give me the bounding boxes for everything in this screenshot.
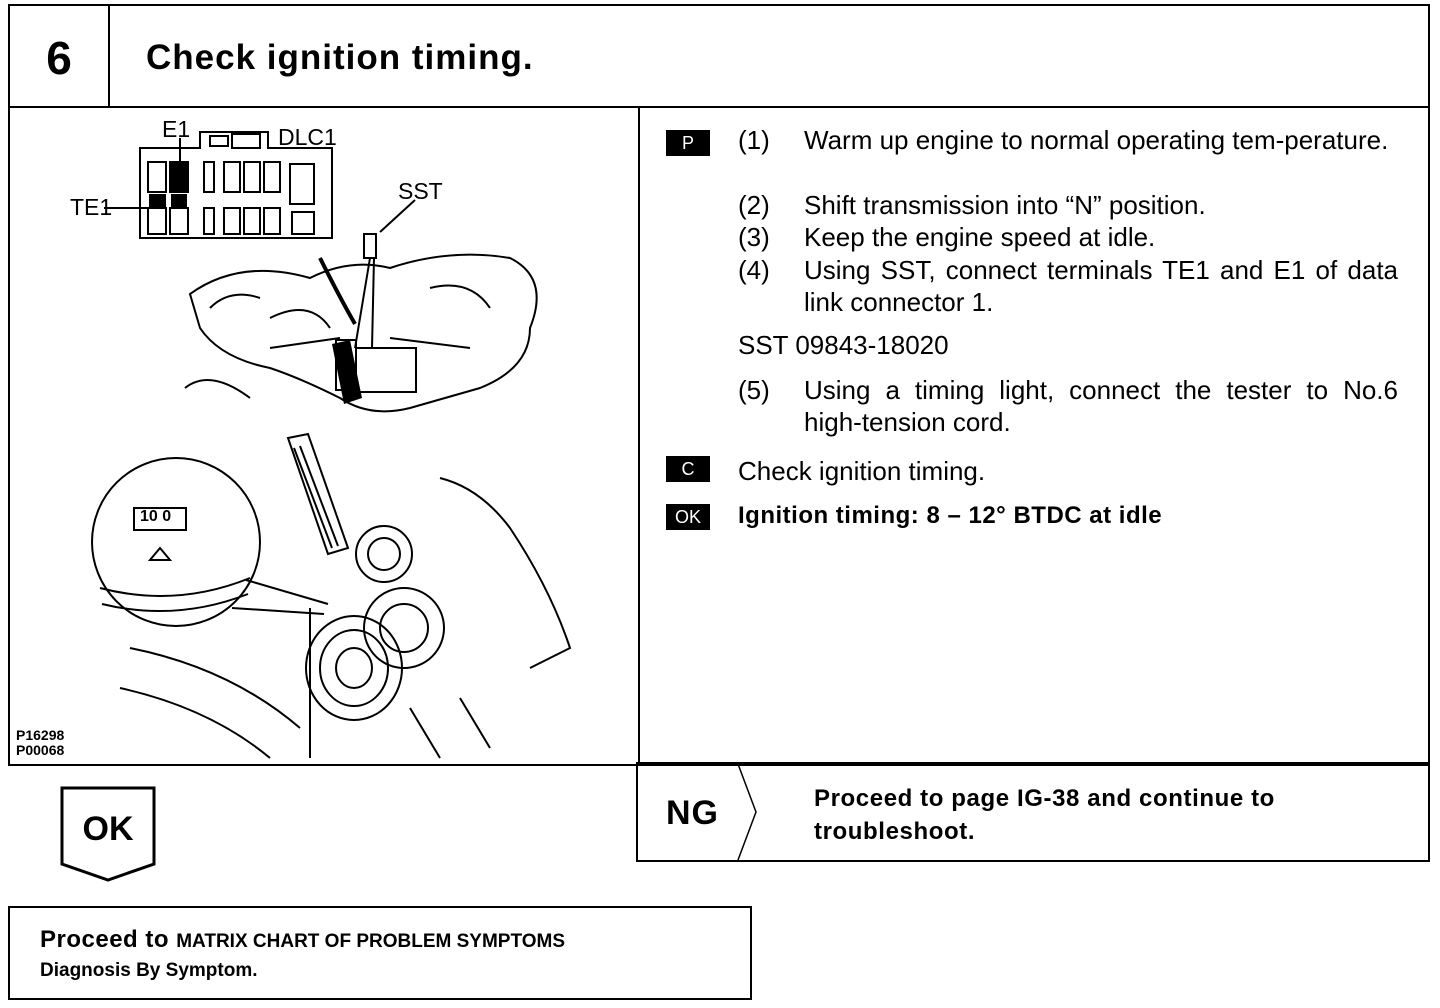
step-index: (5): [738, 375, 770, 405]
ng-label: NG: [666, 794, 719, 832]
step-index: (3): [738, 222, 770, 252]
timing-dial-scale: 10 0: [140, 508, 172, 525]
figure-code-2: P00068: [16, 742, 65, 758]
step-title: Check ignition timing.: [146, 38, 534, 77]
check-badge: C: [666, 456, 710, 482]
check-instruction: Check ignition timing.: [738, 456, 986, 486]
ng-arrow-divider: [737, 764, 757, 860]
main-panel: E1 DLC1 TE1 SST 10 0 P16298 P00068 P (1)…: [8, 106, 1430, 766]
ok-result-label: OK: [82, 810, 134, 848]
figure-code-1: P16298: [16, 727, 65, 743]
proceed-target: MATRIX CHART OF PROBLEM SYMPTOMS: [176, 931, 565, 952]
step-header: 6 Check ignition timing.: [8, 4, 1430, 108]
step-index: (4): [738, 255, 770, 285]
step-text: Using SST, connect terminals TE1 and E1 …: [804, 255, 1398, 317]
dlc1-label: DLC1: [278, 124, 337, 150]
engine-illustration: [91, 131, 572, 759]
sst-part-number: SST 09843-18020: [738, 330, 949, 360]
te1-terminal-label: TE1: [70, 194, 113, 220]
proceed-box: Proceed to MATRIX CHART OF PROBLEM SYMPT…: [8, 906, 752, 1000]
step-number: 6: [46, 32, 72, 84]
ok-specification: Ignition timing: 8 – 12° BTDC at idle: [738, 502, 1163, 529]
proceed-line: Proceed to MATRIX CHART OF PROBLEM SYMPT…: [40, 926, 565, 954]
step-text: Shift transmission into “N” position.: [804, 190, 1206, 220]
sst-label: SST: [398, 178, 443, 204]
step-text: Using a timing light, connect the tester…: [804, 375, 1398, 437]
step-index: (1): [738, 125, 770, 155]
ng-result-box: NG Proceed to page IG-38 and continue to…: [636, 762, 1430, 862]
preparation-badge: P: [666, 130, 710, 156]
step-number-cell: 6: [10, 6, 110, 106]
step-text: Keep the engine speed at idle.: [804, 222, 1156, 252]
ng-instruction: Proceed to page IG-38 and continue to tr…: [814, 785, 1275, 845]
step-index: (2): [738, 190, 770, 220]
e1-terminal-label: E1: [162, 116, 191, 142]
illustration-panel: E1 DLC1 TE1 SST 10 0 P16298 P00068: [10, 108, 640, 764]
ok-result-badge: [60, 786, 156, 882]
proceed-prefix: Proceed to: [40, 926, 170, 953]
ok-spec-badge: OK: [666, 504, 710, 530]
proceed-subtitle: Diagnosis By Symptom.: [40, 960, 258, 981]
step-text: Warm up engine to normal operating tem-p…: [804, 125, 1389, 155]
